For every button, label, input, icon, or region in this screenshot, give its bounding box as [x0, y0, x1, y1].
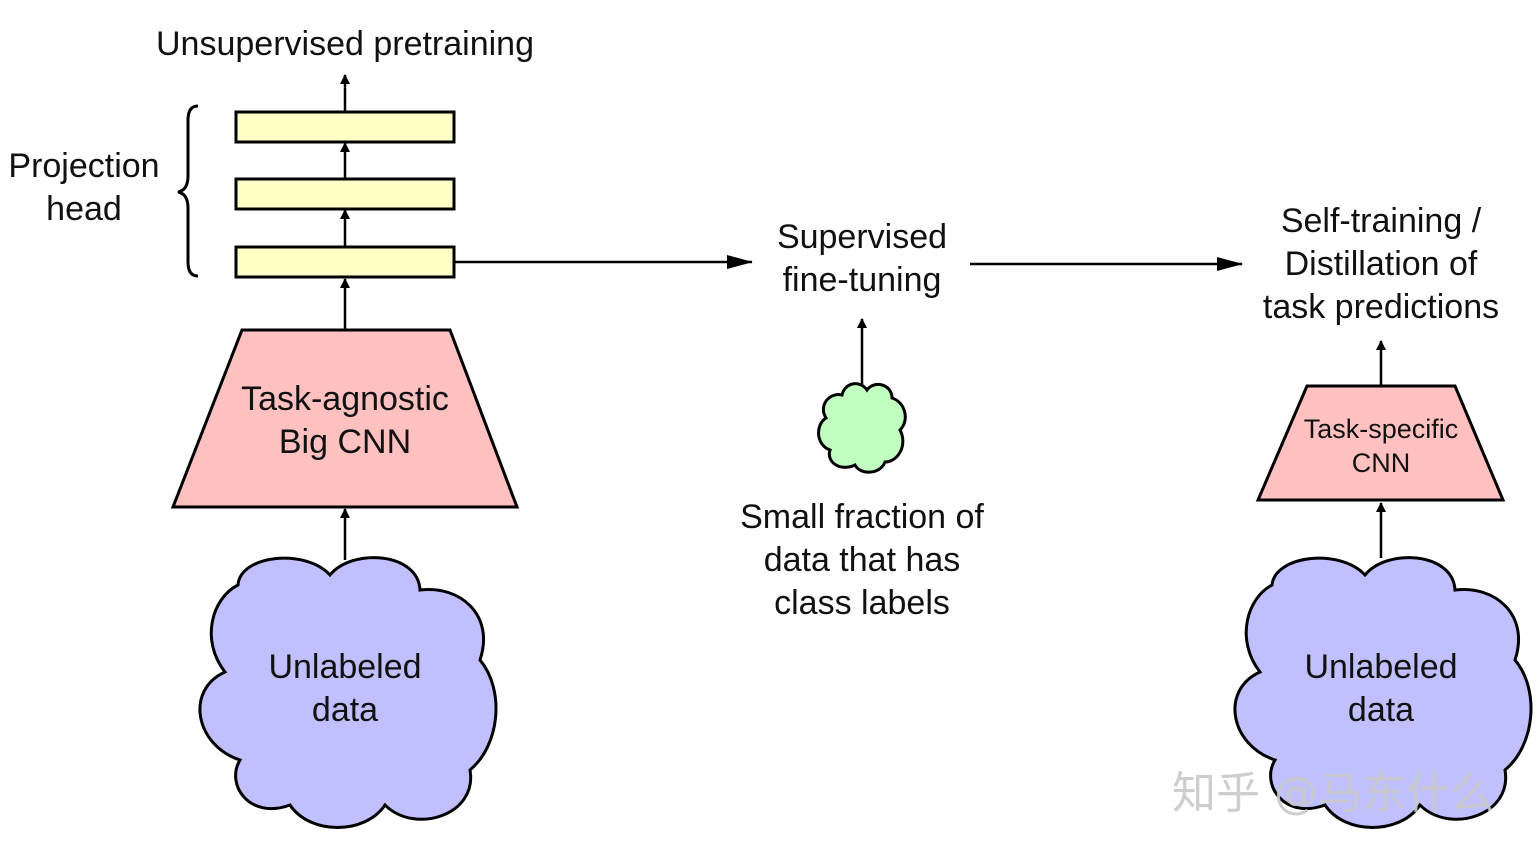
unlabeled-data-cloud-left — [198, 556, 498, 829]
self-training-label-line3: task predictions — [1263, 288, 1499, 326]
unlabeled-data-right-label-line1: Unlabeled — [1304, 648, 1457, 686]
unlabeled-data-left-label-line1: Unlabeled — [268, 648, 421, 686]
small-fraction-label-line1: Small fraction of — [740, 498, 984, 536]
projection-head-label-line1: Projection — [8, 147, 159, 185]
self-training-label-line2: Distillation of — [1285, 245, 1478, 283]
projection-head-label-line2: head — [46, 190, 122, 228]
unlabeled-data-right-label-line2: data — [1348, 691, 1414, 729]
task-agnostic-cnn-label-line1: Task-agnostic — [241, 380, 449, 418]
supervised-finetuning-label-line1: Supervised — [777, 218, 947, 256]
watermark-text: 知乎 @马东什么 — [1172, 768, 1494, 819]
small-fraction-label-line3: class labels — [774, 584, 950, 622]
projection-layer-3 — [234, 110, 456, 144]
unlabeled-data-cloud-right — [1233, 556, 1533, 829]
unlabeled-data-left-label-line2: data — [312, 691, 378, 729]
projection-layer-1 — [234, 245, 456, 279]
task-agnostic-cnn-label-line2: Big CNN — [279, 423, 411, 461]
projection-layer-2 — [234, 177, 456, 211]
task-specific-cnn-label-line1: Task-specific — [1304, 414, 1459, 444]
supervised-finetuning-label-line2: fine-tuning — [783, 261, 942, 299]
unsupervised-pretraining-label: Unsupervised pretraining — [156, 25, 534, 63]
projection-head-brace — [177, 104, 199, 278]
task-specific-cnn-trapezoid — [1255, 384, 1506, 502]
small-fraction-label-line2: data that has — [764, 541, 961, 579]
task-agnostic-cnn-trapezoid — [170, 328, 520, 509]
self-training-label-line1: Self-training / — [1281, 202, 1482, 240]
labeled-data-cloud — [817, 382, 907, 474]
task-specific-cnn-label-line2: CNN — [1352, 448, 1411, 478]
